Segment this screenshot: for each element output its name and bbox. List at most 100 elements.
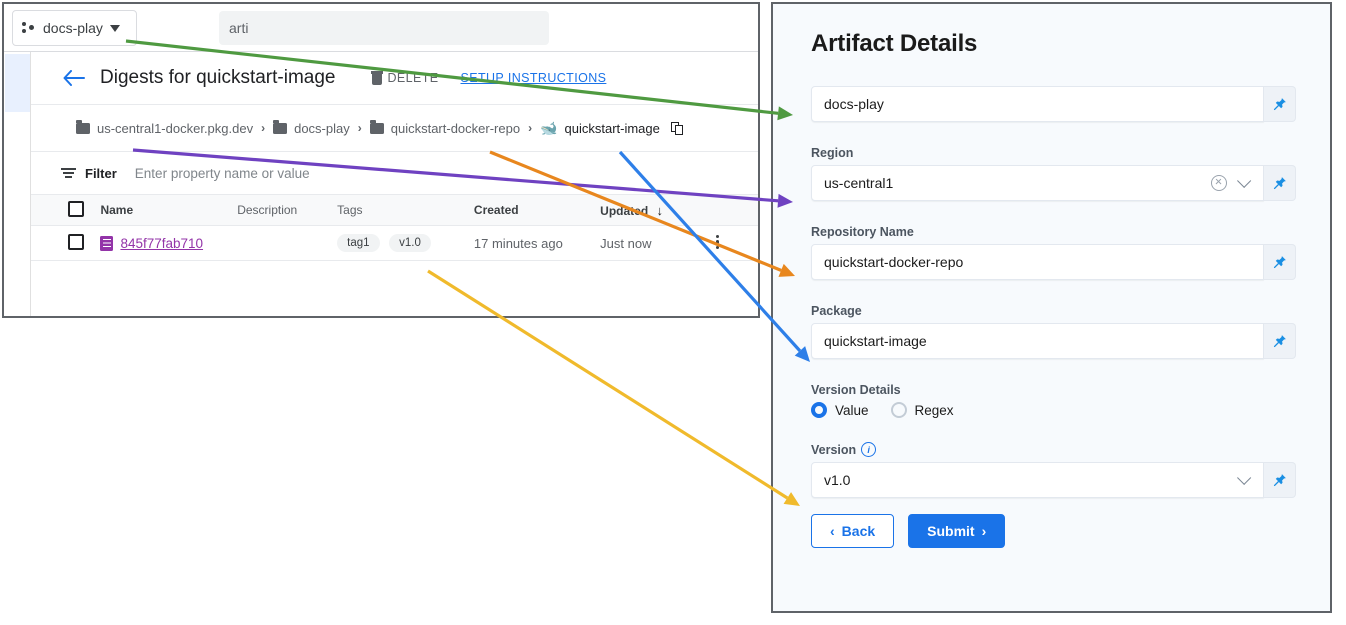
breadcrumb-item-registry[interactable]: us-central1-docker.pkg.dev: [76, 120, 254, 136]
version-label: Version: [811, 442, 857, 457]
version-details-label: Version Details: [811, 383, 901, 397]
back-button-label: Back: [841, 523, 876, 539]
panel-title: Artifact Details: [811, 30, 978, 57]
breadcrumb-item-project[interactable]: docs-play: [273, 120, 350, 136]
back-button[interactable]: ‹ Back: [811, 514, 895, 548]
region-field[interactable]: us-central1: [811, 165, 1296, 201]
row-tags-cell: tag1 v1.0: [337, 225, 474, 261]
clear-icon[interactable]: [1211, 175, 1227, 191]
trash-icon: [371, 71, 384, 85]
folder-icon: [369, 120, 384, 134]
chevron-down-icon[interactable]: [1237, 470, 1252, 485]
package-input-value: quickstart-image: [824, 333, 927, 349]
breadcrumb-item-repository[interactable]: quickstart-docker-repo: [369, 120, 520, 136]
copy-icon[interactable]: [670, 121, 684, 135]
pin-button-region[interactable]: [1264, 165, 1296, 201]
console-window: docs-play arti Digests for quickstart-im…: [2, 2, 760, 318]
package-label: Package: [811, 304, 862, 318]
project-field[interactable]: docs-play: [811, 86, 1296, 122]
breadcrumb-separator: ›: [261, 121, 266, 135]
radio-unselected-icon[interactable]: [890, 402, 907, 418]
version-input[interactable]: v1.0: [811, 462, 1264, 498]
folder-icon: [76, 120, 90, 134]
breadcrumb: us-central1-docker.pkg.dev › docs-play ›…: [31, 105, 758, 152]
submit-button-label: Submit: [927, 523, 975, 539]
version-label-row: Version i: [811, 442, 1296, 457]
column-header-description[interactable]: Description: [237, 195, 338, 226]
back-arrow-icon[interactable]: [62, 66, 86, 90]
chevron-down-icon[interactable]: [1237, 173, 1252, 188]
tag-chip: tag1: [337, 234, 380, 252]
project-input[interactable]: docs-play: [811, 86, 1264, 122]
breadcrumb-item-package-label: quickstart-image: [564, 120, 660, 136]
radio-regex-label: Regex: [914, 402, 954, 418]
package-input[interactable]: quickstart-image: [811, 323, 1264, 359]
search-input[interactable]: arti: [219, 11, 549, 45]
project-selector[interactable]: docs-play: [12, 10, 137, 46]
region-label: Region: [811, 146, 854, 160]
console-top-bar: docs-play arti: [4, 4, 758, 52]
filter-icon: [61, 167, 76, 179]
delete-button[interactable]: DELETE: [371, 71, 438, 85]
column-header-updated[interactable]: Updated ↓: [600, 195, 716, 226]
column-header-tags[interactable]: Tags: [337, 195, 474, 226]
console-left-rail-selected[interactable]: [5, 54, 30, 112]
package-field[interactable]: quickstart-image: [811, 323, 1296, 359]
pin-button-project[interactable]: [1264, 86, 1296, 122]
project-dots-icon: [22, 21, 36, 35]
project-input-value: docs-play: [824, 96, 884, 112]
row-name-cell: 845f77fab710: [100, 225, 238, 261]
repository-label: Repository Name: [811, 225, 914, 239]
column-header-created[interactable]: Created: [473, 195, 601, 226]
row-checkbox-cell[interactable]: [31, 225, 101, 261]
checkbox-icon[interactable]: [67, 233, 84, 250]
radio-regex[interactable]: Regex: [890, 402, 954, 418]
row-created-cell: 17 minutes ago: [473, 225, 601, 261]
pin-button-package[interactable]: [1264, 323, 1296, 359]
column-header-name[interactable]: Name: [100, 195, 238, 226]
delete-button-label: DELETE: [387, 71, 439, 85]
artifact-details-panel: Artifact Details docs-play Region us-cen…: [771, 2, 1332, 613]
tag-chip: v1.0: [389, 234, 431, 252]
pin-button-repository[interactable]: [1264, 244, 1296, 280]
filter-bar[interactable]: Filter Enter property name or value: [31, 152, 758, 195]
table-row[interactable]: 845f77fab710 tag1 v1.0 17 minutes ago Ju…: [31, 225, 758, 261]
setup-instructions-link[interactable]: SETUP INSTRUCTIONS: [460, 71, 607, 85]
more-options-icon[interactable]: [715, 234, 720, 250]
chevron-down-icon: [109, 24, 120, 32]
radio-value-label: Value: [835, 402, 869, 418]
row-description-cell: [237, 225, 338, 261]
page-header-actions: DELETE SETUP INSTRUCTIONS: [371, 71, 606, 85]
info-icon[interactable]: i: [861, 442, 877, 457]
digest-icon: [100, 235, 114, 251]
search-input-value: arti: [229, 20, 249, 36]
region-input[interactable]: us-central1: [811, 165, 1264, 201]
radio-value[interactable]: Value: [811, 402, 869, 418]
breadcrumb-separator: ›: [528, 121, 533, 135]
digests-table: Name Description Tags Created Updated ↓: [31, 195, 758, 261]
breadcrumb-item-project-label: docs-play: [294, 120, 350, 136]
repository-input[interactable]: quickstart-docker-repo: [811, 244, 1264, 280]
repository-field[interactable]: quickstart-docker-repo: [811, 244, 1296, 280]
pin-icon: [1273, 335, 1286, 348]
submit-button[interactable]: Submit ›: [908, 514, 1006, 548]
row-actions-cell[interactable]: [715, 225, 758, 261]
breadcrumb-separator: ›: [357, 121, 362, 135]
version-field[interactable]: v1.0: [811, 462, 1296, 498]
breadcrumb-item-package[interactable]: 🐋 quickstart-image: [540, 121, 660, 136]
pin-icon: [1273, 177, 1286, 190]
select-all-header[interactable]: [31, 195, 101, 226]
checkbox-icon[interactable]: [67, 200, 84, 217]
console-main-content: Digests for quickstart-image DELETE SETU…: [31, 52, 758, 316]
table-header-row: Name Description Tags Created Updated ↓: [31, 195, 758, 226]
pin-button-version[interactable]: [1264, 462, 1296, 498]
folder-icon: [273, 120, 288, 134]
region-input-value: us-central1: [824, 175, 894, 191]
breadcrumb-item-registry-label: us-central1-docker.pkg.dev: [97, 120, 254, 136]
filter-input[interactable]: Enter property name or value: [134, 165, 310, 181]
version-input-value: v1.0: [824, 472, 851, 488]
column-header-updated-label: Updated: [600, 203, 649, 218]
form-buttons: ‹ Back Submit ›: [811, 514, 1296, 548]
radio-selected-icon[interactable]: [811, 402, 827, 418]
digest-link[interactable]: 845f77fab710: [120, 235, 204, 251]
